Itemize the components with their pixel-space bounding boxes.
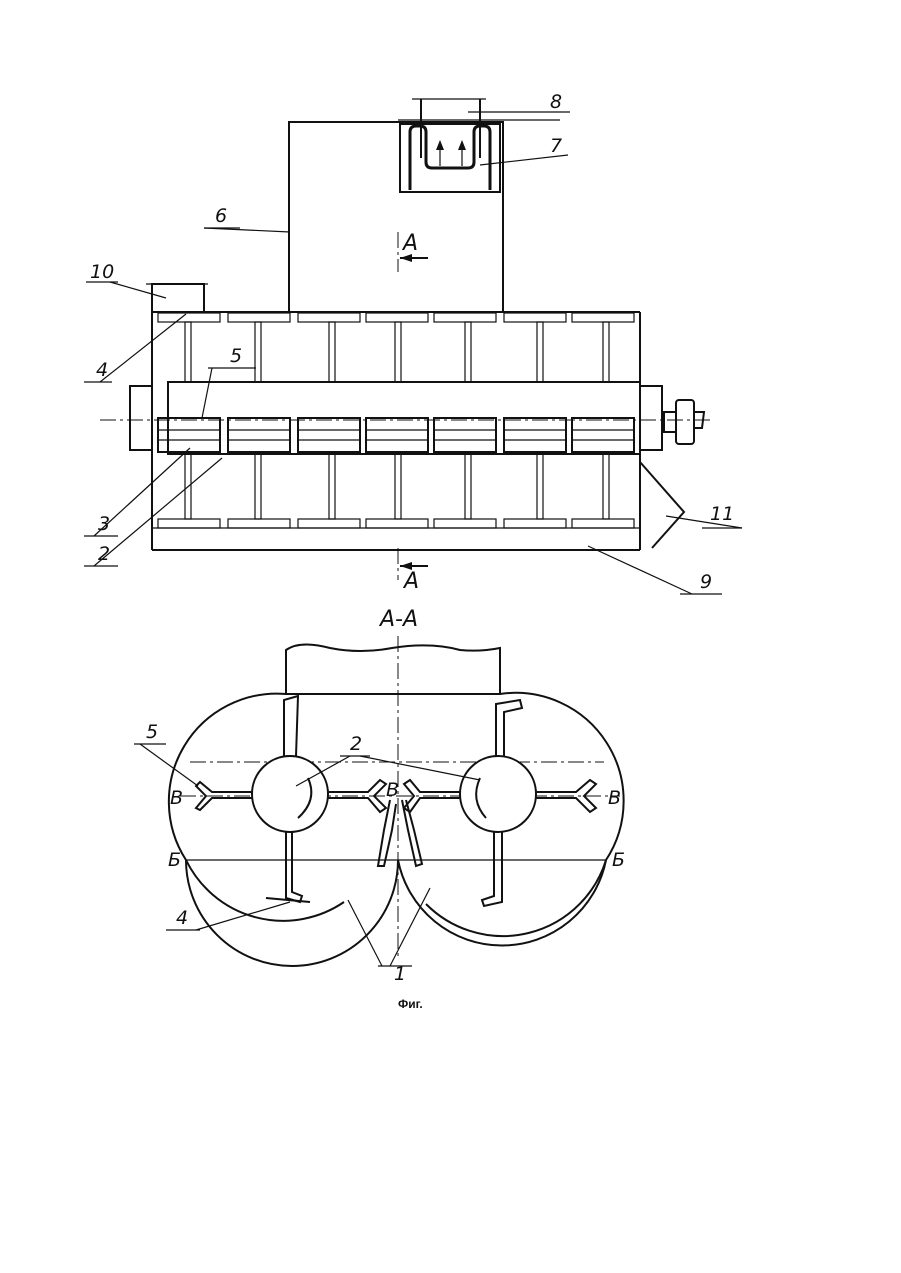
spoke-upper [395,322,401,382]
callout-3: 3 [98,513,110,535]
callout-4-top: 4 [96,359,108,381]
center-blade-a [378,800,396,866]
callout-5-section: 5 [146,721,158,743]
paddle-bottom [572,519,634,528]
leader-1a [348,900,382,966]
inlet-nozzle [152,284,204,312]
leader-9 [588,546,692,594]
spoke-lower [329,454,335,519]
blade-segment [298,418,360,452]
point-v-right: В [608,787,621,809]
jacket-arc-right [426,860,606,936]
leader-4-section [196,902,290,930]
level-b-left: Б [168,849,181,871]
section-view: А-А В В В Б Б 5 2 [134,607,625,985]
callout-11: 11 [710,503,734,525]
paddle-top [434,313,496,322]
paddle-bottom [298,519,360,528]
arm-up-left [284,696,298,756]
point-v-left: В [170,787,183,809]
top-view: А А 8 7 6 10 4 5 3 2 11 9 [84,91,742,594]
spoke-upper [537,322,543,382]
paddle-bottom [228,519,290,528]
spoke-lower [537,454,543,519]
drive-hub [664,412,676,432]
arm-up-right [496,700,522,756]
leader-1b [390,888,430,966]
paddle-bottom [504,519,566,528]
spoke-upper [329,322,335,382]
casing-upper-outline [169,693,624,860]
leader-6 [204,228,290,232]
spoke-upper [465,322,471,382]
drive-coupling [676,400,694,444]
paddle-bottom [434,519,496,528]
spoke-upper [603,322,609,382]
paddle-top [366,313,428,322]
paddle-top [228,313,290,322]
shaft-bearing-right [640,386,662,450]
jacket-arc-left [186,860,344,921]
figure-caption: Фиг. [398,997,423,1011]
paddle-bottom [158,519,220,528]
spoke-upper [185,322,191,382]
spoke-upper [255,322,261,382]
blade-segment [504,418,566,452]
callout-6: 6 [215,205,227,227]
callout-2-section: 2 [350,733,362,755]
callout-7: 7 [550,135,562,157]
callout-5-top: 5 [230,345,242,367]
callout-9: 9 [700,571,712,593]
paddle-top [572,313,634,322]
paddles-bottom-row [158,519,634,528]
leader-4-top [100,314,186,382]
blade-segment [366,418,428,452]
discharge-chute [640,462,684,548]
callout-8: 8 [550,91,562,113]
trough-lower-outline [186,860,606,966]
spoke-lower [395,454,401,519]
callout-2-top: 2 [98,543,110,565]
flow-arrowhead-right [458,140,466,150]
leader-5-section [140,744,198,786]
section-title: А-А [378,607,418,632]
paddle-top [504,313,566,322]
paddle-top [158,313,220,322]
paddle-bottom [366,519,428,528]
paddles-top-row [158,313,634,322]
shaft-left [252,756,328,832]
section-marker-bottom: А [402,569,419,594]
spoke-lower [603,454,609,519]
shaft-right [460,756,536,832]
point-v-center: В [386,779,399,801]
arm-down-left [286,832,302,902]
blade-segment [572,418,634,452]
blade-segment [228,418,290,452]
callout-4-section: 4 [176,907,188,929]
hopper-stub [286,644,500,694]
paddle-top [298,313,360,322]
blade-segments [158,418,634,452]
blade-segment [434,418,496,452]
hopper-body [289,122,503,312]
spoke-lower [255,454,261,519]
callout-10: 10 [90,261,114,283]
flow-arrowhead-left [436,140,444,150]
section-marker-top: А [401,231,418,256]
callout-1: 1 [394,963,406,985]
shaft-bearing-left [130,386,152,450]
spoke-lower [465,454,471,519]
level-b-right: Б [612,849,625,871]
coil-housing [400,124,500,192]
arm-down-right [482,832,502,906]
